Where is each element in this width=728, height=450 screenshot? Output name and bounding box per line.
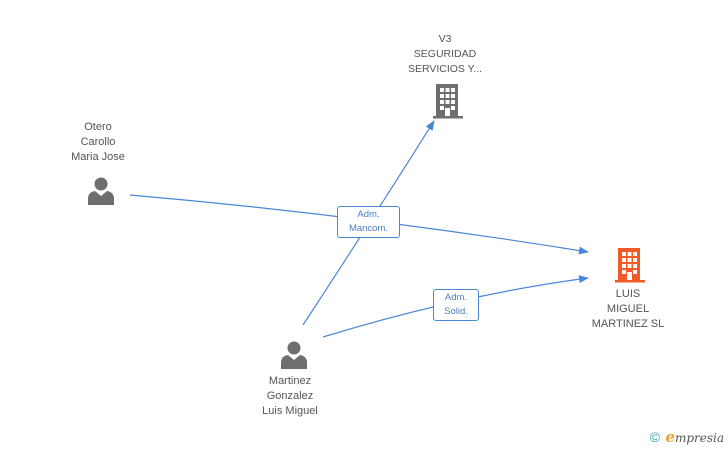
node-label-line: Luis Miguel: [262, 405, 318, 417]
node-otero-carollo[interactable]: Otero Carollo Maria Jose: [58, 120, 138, 165]
edge-label-adm-mancom[interactable]: Adm. Mancom.: [337, 206, 400, 238]
node-label-line: Maria Jose: [71, 151, 125, 163]
person-icon[interactable]: [279, 339, 309, 369]
edge-label-line: Solid.: [444, 306, 468, 317]
person-icon[interactable]: [86, 175, 116, 205]
empresia-logo: © empresia: [650, 428, 724, 446]
node-martinez-gonzalez[interactable]: Martinez Gonzalez Luis Miguel: [245, 374, 335, 419]
node-luis-miguel-martinez-sl[interactable]: LUIS MIGUEL MARTINEZ SL: [578, 287, 678, 332]
node-label-line: SEGURIDAD: [413, 48, 477, 60]
node-label-line: MIGUEL: [606, 303, 650, 315]
node-label-line: Carollo: [80, 136, 116, 148]
building-icon[interactable]: [432, 83, 464, 119]
node-label-line: Martinez: [268, 375, 312, 387]
brand-name: mpresia: [674, 431, 724, 445]
copyright-icon: ©: [649, 429, 661, 445]
brand-initial: e: [665, 428, 675, 446]
node-v3-seguridad[interactable]: V3 SEGURIDAD SERVICIOS Y...: [395, 32, 495, 77]
edge-label-adm-solid[interactable]: Adm. Solid.: [433, 289, 479, 321]
node-label-line: Otero: [84, 121, 112, 133]
node-label-line: SERVICIOS Y...: [407, 63, 483, 75]
edge-label-line: Adm.: [357, 209, 380, 220]
edge-label-line: Adm.: [444, 292, 468, 303]
node-label-line: LUIS: [615, 288, 641, 300]
node-label-line: MARTINEZ SL: [591, 318, 665, 330]
node-label-line: Gonzalez: [266, 390, 314, 402]
edge-label-line: Mancom.: [348, 223, 389, 234]
building-icon[interactable]: [614, 247, 646, 283]
node-label-line: V3: [438, 33, 452, 45]
